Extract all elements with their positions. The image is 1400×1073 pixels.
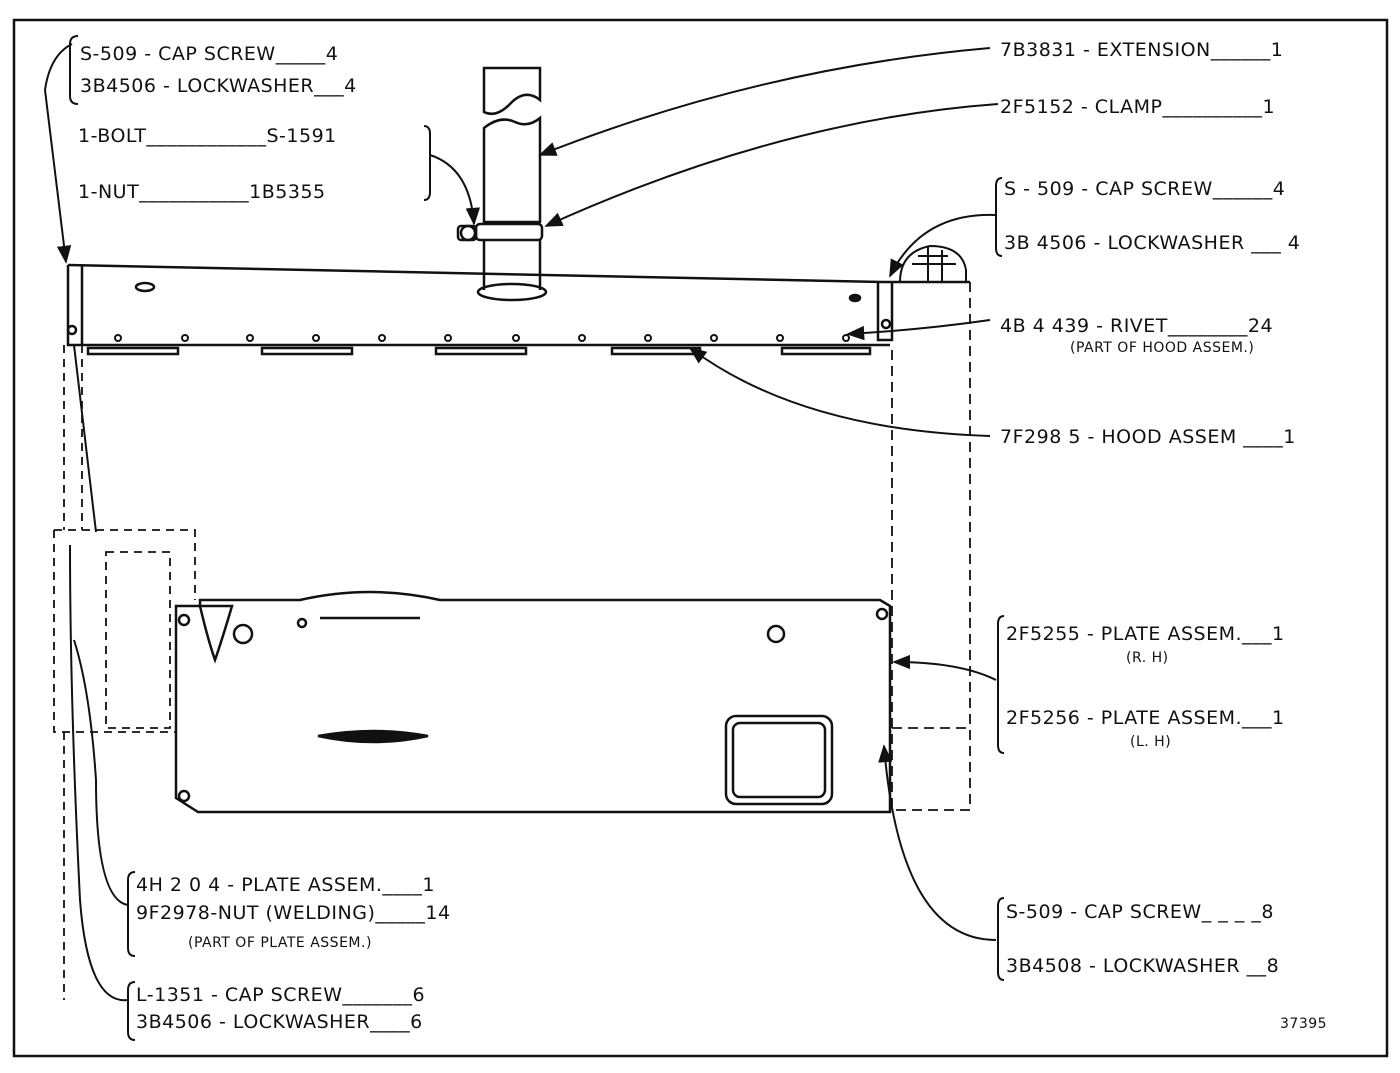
top-left-cap-screw-label: S-509 - CAP SCREW_____4: [80, 43, 338, 65]
bottom-right-cap-screw-label: S-509 - CAP SCREW_ _ _ _8: [1006, 901, 1274, 923]
top-right-lockwasher-label: 3B 4506 - LOCKWASHER ___ 4: [1004, 232, 1300, 254]
plate-lh-label: 2F5256 - PLATE ASSEM.___1: [1006, 707, 1285, 729]
extension-label: 7B3831 - EXTENSION______1: [1000, 39, 1283, 61]
rivet-label: 4B 4 439 - RIVET________24: [1000, 315, 1273, 337]
top-right-cap-screw-label: S - 509 - CAP SCREW______4: [1004, 178, 1285, 200]
front-plate: [174, 590, 892, 814]
bottom-left-lockwasher-label: 3B4506 - LOCKWASHER____6: [136, 1011, 423, 1033]
side-plate-right-phantom: [891, 282, 971, 811]
breather-cap: [899, 244, 967, 283]
clamp-label: 2F5152 - CLAMP__________1: [1000, 96, 1275, 118]
page-border: [12, 18, 1389, 1058]
plate-rh-label: 2F5255 - PLATE ASSEM.___1: [1006, 623, 1285, 645]
rivet-note-label: (PART OF HOOD ASSEM.): [1070, 340, 1254, 356]
hood-assem-label: 7F298 5 - HOOD ASSEM ____1: [1000, 426, 1296, 448]
nut-label: 1-NUT___________1B5355: [78, 181, 326, 203]
plate-assem-note-label: (PART OF PLATE ASSEM.): [188, 935, 372, 951]
hood-assembly: [66, 263, 970, 356]
plate-assem-label: 4H 2 0 4 - PLATE ASSEM.____1: [136, 874, 435, 896]
bottom-left-cap-screw-label: L-1351 - CAP SCREW_______6: [136, 984, 425, 1006]
bottom-right-lockwasher-label: 3B4508 - LOCKWASHER __8: [1006, 955, 1279, 977]
hood-rivets: [114, 334, 850, 342]
plate-lh-side-label: (L. H): [1130, 734, 1171, 750]
exhaust-extension-pipe: [476, 66, 548, 302]
figure-number: 37395: [1280, 1016, 1327, 1032]
side-plate-left-phantom: [53, 345, 196, 1000]
leader-lines: [43, 43, 999, 1002]
pipe-clamp: [456, 222, 544, 242]
bolt-label: 1-BOLT____________S-1591: [78, 125, 337, 147]
plate-rh-side-label: (R. H): [1126, 650, 1169, 666]
top-left-lockwasher-label: 3B4506 - LOCKWASHER___4: [80, 75, 357, 97]
callout-braces: [69, 35, 1005, 1041]
welding-nut-label: 9F2978-NUT (WELDING)_____14: [136, 902, 451, 924]
